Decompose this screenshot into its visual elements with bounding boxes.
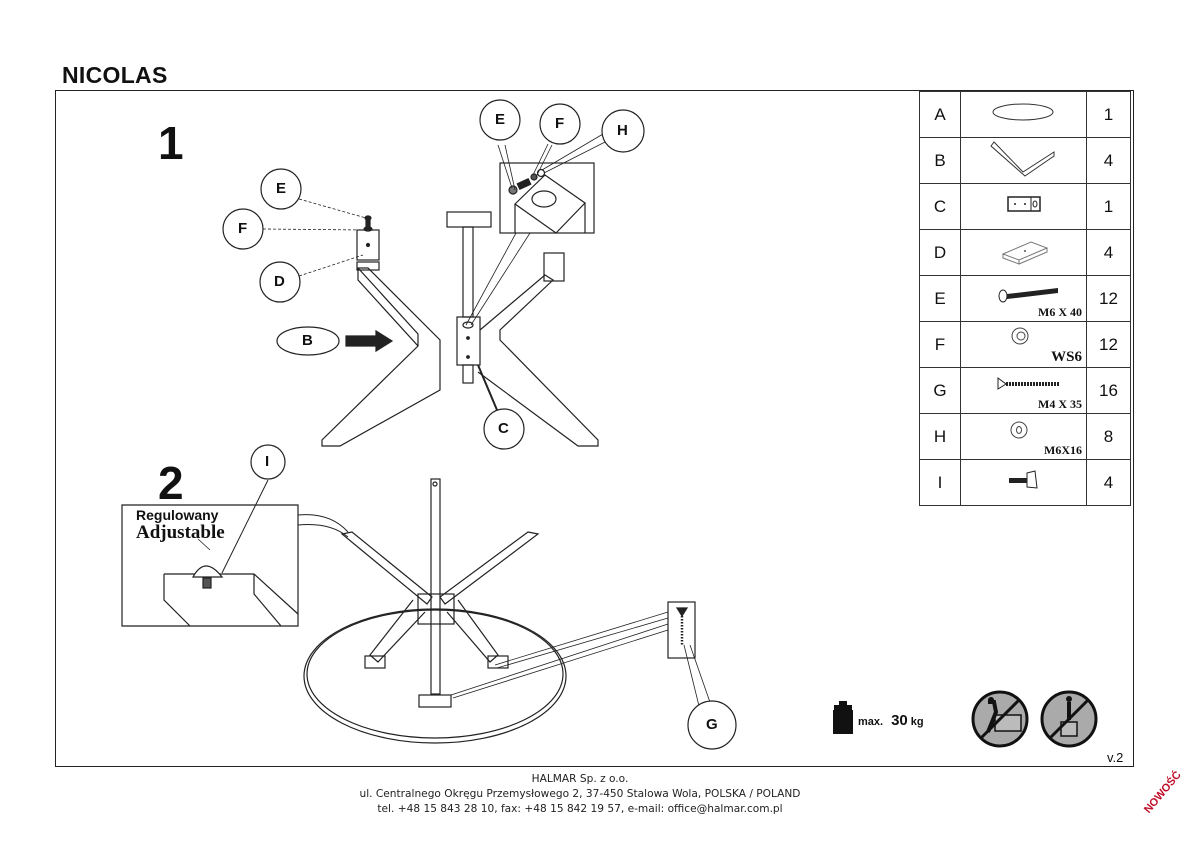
part-qty: 4	[1086, 459, 1131, 506]
leader-line	[298, 254, 364, 277]
callout-F-top	[539, 103, 581, 145]
footer-address: ul. Centralnego Okręgu Przemysłowego 2, …	[359, 788, 801, 800]
no-climbing-icon	[971, 690, 1029, 748]
callout-I	[250, 444, 286, 480]
flat-washer-icon	[1010, 421, 1028, 439]
step-number: 1	[158, 117, 184, 169]
part-spec: M4 X 35	[1038, 397, 1082, 411]
instruction-frame	[55, 90, 1134, 767]
part-spec: M6X16	[1044, 443, 1082, 457]
callout-label: G	[706, 716, 718, 733]
leader-line	[477, 364, 498, 411]
part-qty: 4	[1086, 137, 1131, 184]
part-letter: B	[919, 137, 961, 184]
adjustable-label-en: Adjustable	[136, 522, 225, 543]
document-title: NICOLAS	[62, 62, 168, 88]
parts-list: A 1 B 4 C 1 D 4 E M6 X 40 12 F WS6 12 G …	[919, 91, 1131, 506]
step1-center-post	[446, 211, 492, 384]
step-number: 2	[158, 457, 184, 509]
leader-line	[262, 228, 367, 231]
callout-F-left	[222, 208, 264, 250]
callout-C	[483, 408, 525, 450]
footer-company: HALMAR Sp. z o.o.	[531, 773, 629, 785]
step1-bolt-E	[363, 215, 373, 232]
parts-row: F WS6 12	[919, 321, 1131, 368]
parts-row: D 4	[919, 229, 1131, 276]
leader-line	[532, 143, 553, 178]
part-letter: H	[919, 413, 961, 460]
leader-line	[298, 198, 367, 219]
step2-screw-detail	[450, 601, 713, 711]
callout-label: E	[495, 111, 506, 128]
callout-G	[687, 700, 737, 750]
step1-left-leg	[321, 261, 441, 447]
callout-label: D	[274, 273, 285, 290]
parts-row: C 1	[919, 183, 1131, 230]
part-qty: 12	[1086, 321, 1131, 368]
bolt-icon	[998, 288, 1058, 303]
parts-row: G M4 X 35 16	[919, 367, 1131, 414]
callout-label: F	[238, 220, 248, 237]
max-load-label: max.	[858, 716, 884, 728]
max-load-value: 30	[891, 712, 908, 729]
part-qty: 1	[1086, 91, 1131, 138]
callout-label: H	[617, 122, 628, 139]
part-qty: 1	[1086, 183, 1131, 230]
callout-D	[259, 261, 301, 303]
spring-washer-icon	[1011, 327, 1029, 345]
part-letter: I	[919, 459, 961, 506]
part-qty: 8	[1086, 413, 1131, 460]
callout-label: E	[276, 180, 287, 197]
part-qty: 12	[1086, 275, 1131, 322]
connector-plate-icon	[1007, 196, 1041, 212]
weight-icon	[833, 701, 853, 734]
footer-contact: tel. +48 15 843 28 10, fax: +48 15 842 1…	[377, 803, 783, 815]
callout-H	[601, 109, 645, 153]
leader-line	[497, 144, 516, 191]
footer: HALMAR Sp. z o.o. ul. Centralnego Okręgu…	[0, 772, 1160, 817]
step1-detail-box	[465, 162, 595, 326]
parts-row: B 4	[919, 137, 1131, 184]
version-label: v.2	[1107, 750, 1124, 765]
wood-screw-icon	[997, 377, 1059, 390]
part-qty: 4	[1086, 229, 1131, 276]
round-tabletop-icon	[992, 103, 1054, 121]
callout-label: C	[498, 420, 509, 437]
mounting-block-icon	[1001, 241, 1049, 265]
callout-label: B	[302, 332, 313, 349]
callout-B	[276, 326, 340, 356]
part-qty: 16	[1086, 367, 1131, 414]
parts-row: E M6 X 40 12	[919, 275, 1131, 322]
adjustable-glide-icon	[1009, 470, 1038, 489]
part-letter: C	[919, 183, 961, 230]
step1-mounting-block-D	[356, 229, 380, 261]
part-letter: F	[919, 321, 961, 368]
max-load-unit: kg	[910, 716, 924, 728]
arrow-right-icon	[345, 329, 394, 353]
callout-E-top	[479, 99, 521, 141]
callout-label: F	[555, 115, 565, 132]
step1-right-leg	[477, 252, 599, 447]
part-letter: G	[919, 367, 961, 414]
part-letter: A	[919, 91, 961, 138]
no-standing-icon	[1040, 690, 1098, 748]
parts-row: A 1	[919, 91, 1131, 138]
parts-row: I 4	[919, 459, 1131, 506]
adjustable-label-pl: Regulowany	[136, 507, 219, 523]
part-letter: E	[919, 275, 961, 322]
part-letter: D	[919, 229, 961, 276]
callout-E-left	[260, 168, 302, 210]
v-leg-icon	[990, 141, 1055, 177]
part-spec: M6 X 40	[1038, 305, 1082, 319]
step2-table-assembly	[303, 478, 567, 744]
step2-glide-inset	[121, 479, 349, 627]
parts-row: H M6X16 8	[919, 413, 1131, 460]
callout-label: I	[265, 453, 270, 470]
part-spec: WS6	[1051, 349, 1082, 365]
leader-line	[541, 133, 608, 174]
